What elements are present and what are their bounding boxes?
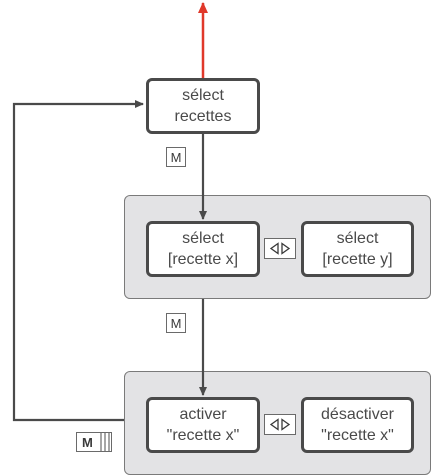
select-recipe-x-line2: [recette x]: [167, 251, 239, 268]
select-recipe-x-box[interactable]: sélect [recette x]: [146, 221, 260, 277]
mode-key-m-1: M: [166, 147, 186, 167]
deactivate-recipe-line1: désactiver: [321, 406, 394, 423]
select-recipes-line2: recettes: [174, 108, 232, 125]
deactivate-recipe-box[interactable]: désactiver "recette x": [301, 397, 414, 453]
select-recipe-y-box[interactable]: sélect [recette y]: [301, 221, 414, 277]
return-loop-arrow: [12, 100, 144, 422]
deactivate-recipe-line2: "recette x": [321, 427, 394, 444]
activate-recipe-line1: activer: [179, 406, 227, 423]
mode-hold-bars-icon: [100, 433, 110, 451]
left-right-arrows-icon: [264, 414, 296, 435]
select-recipes-box[interactable]: sélect recettes: [146, 78, 260, 134]
left-right-arrows-icon: [264, 238, 296, 259]
select-recipes-line1: sélect: [182, 87, 224, 104]
activate-recipe-box[interactable]: activer "recette x": [146, 397, 260, 453]
select-recipe-y-line2: [recette y]: [322, 251, 393, 268]
select-recipe-x-line1: sélect: [182, 230, 224, 247]
activate-recipe-line2: "recette x": [166, 427, 240, 444]
mode-key-m-2: M: [166, 313, 186, 333]
select-recipe-y-line1: sélect: [336, 230, 379, 247]
mode-key-m-hold: M: [76, 432, 112, 452]
